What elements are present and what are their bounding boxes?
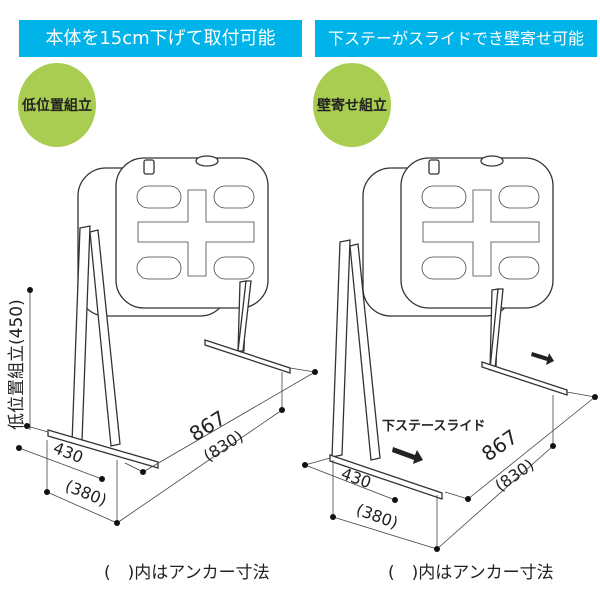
right-dim-width-anchor: (380)	[354, 500, 401, 533]
right-badge: 壁寄せ組立	[313, 63, 391, 147]
left-stand	[47, 225, 291, 469]
right-header: 下ステーがスライドでき壁寄せ可能	[315, 20, 597, 57]
right-stand	[329, 239, 568, 500]
right-dim-length-anchor: (830)	[491, 455, 537, 495]
right-slide-label: 下ステースライド	[382, 419, 485, 434]
left-header: 本体を15cm下げて取付可能	[19, 20, 302, 57]
slide-arrow-icon	[531, 352, 554, 365]
left-dimensions: 低位置組立(450) 867 (830) 430 (380)	[7, 287, 318, 526]
left-height-label: 低位置組立(450)	[7, 299, 27, 430]
slide-arrow-icon	[392, 447, 423, 464]
left-badge: 低位置組立	[18, 63, 96, 147]
left-note: ( )内はアンカー寸法	[104, 563, 270, 583]
right-tank	[362, 155, 554, 317]
right-dimensions: 下ステースライド 867 (830) 430 (380)	[302, 391, 598, 552]
right-note: ( )内はアンカー寸法	[388, 563, 554, 583]
